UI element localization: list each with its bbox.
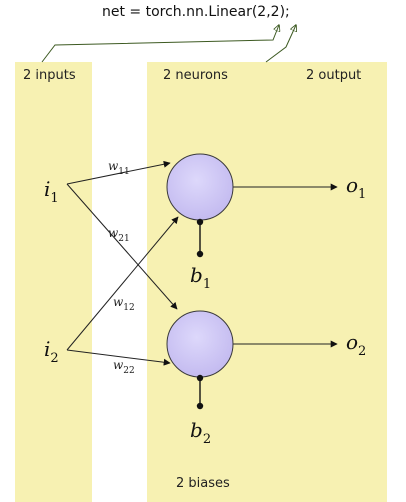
bias-dot-1-top bbox=[196, 218, 204, 226]
code-connector-neurons bbox=[265, 25, 296, 63]
inputs-region bbox=[15, 62, 92, 502]
biases-region-label: 2 biases bbox=[176, 476, 230, 491]
neurons-region-label: 2 neurons bbox=[163, 68, 228, 83]
neuron-2 bbox=[166, 310, 234, 378]
input-2-label: i2 bbox=[44, 337, 59, 366]
weight-w22-label: w22 bbox=[113, 358, 135, 376]
neuron-1 bbox=[166, 153, 234, 221]
weight-w21-label: w21 bbox=[108, 226, 130, 244]
bias-dot-1-bottom bbox=[196, 250, 204, 258]
code-line: net = torch.nn.Linear(2,2); bbox=[102, 4, 290, 20]
weight-w12-label: w12 bbox=[113, 295, 135, 313]
input-1-label: i1 bbox=[44, 177, 59, 206]
output-1-label: o1 bbox=[346, 173, 366, 202]
edge-w22 bbox=[66, 349, 171, 366]
bias-1-label: b1 bbox=[190, 263, 211, 292]
output-2-label: o2 bbox=[346, 330, 366, 359]
edge-w11 bbox=[66, 160, 171, 185]
code-connector-inputs bbox=[41, 25, 279, 63]
edge-w21 bbox=[66, 183, 178, 310]
edge-w12 bbox=[66, 216, 179, 351]
inputs-region-label: 2 inputs bbox=[23, 68, 76, 83]
weight-w11-label: w11 bbox=[108, 159, 130, 177]
bias-2-label: b2 bbox=[190, 418, 211, 447]
neurons-region bbox=[147, 62, 387, 502]
bias-dot-2-bottom bbox=[196, 402, 204, 410]
output-region-label: 2 output bbox=[306, 68, 361, 83]
bias-dot-2-top bbox=[196, 374, 204, 382]
